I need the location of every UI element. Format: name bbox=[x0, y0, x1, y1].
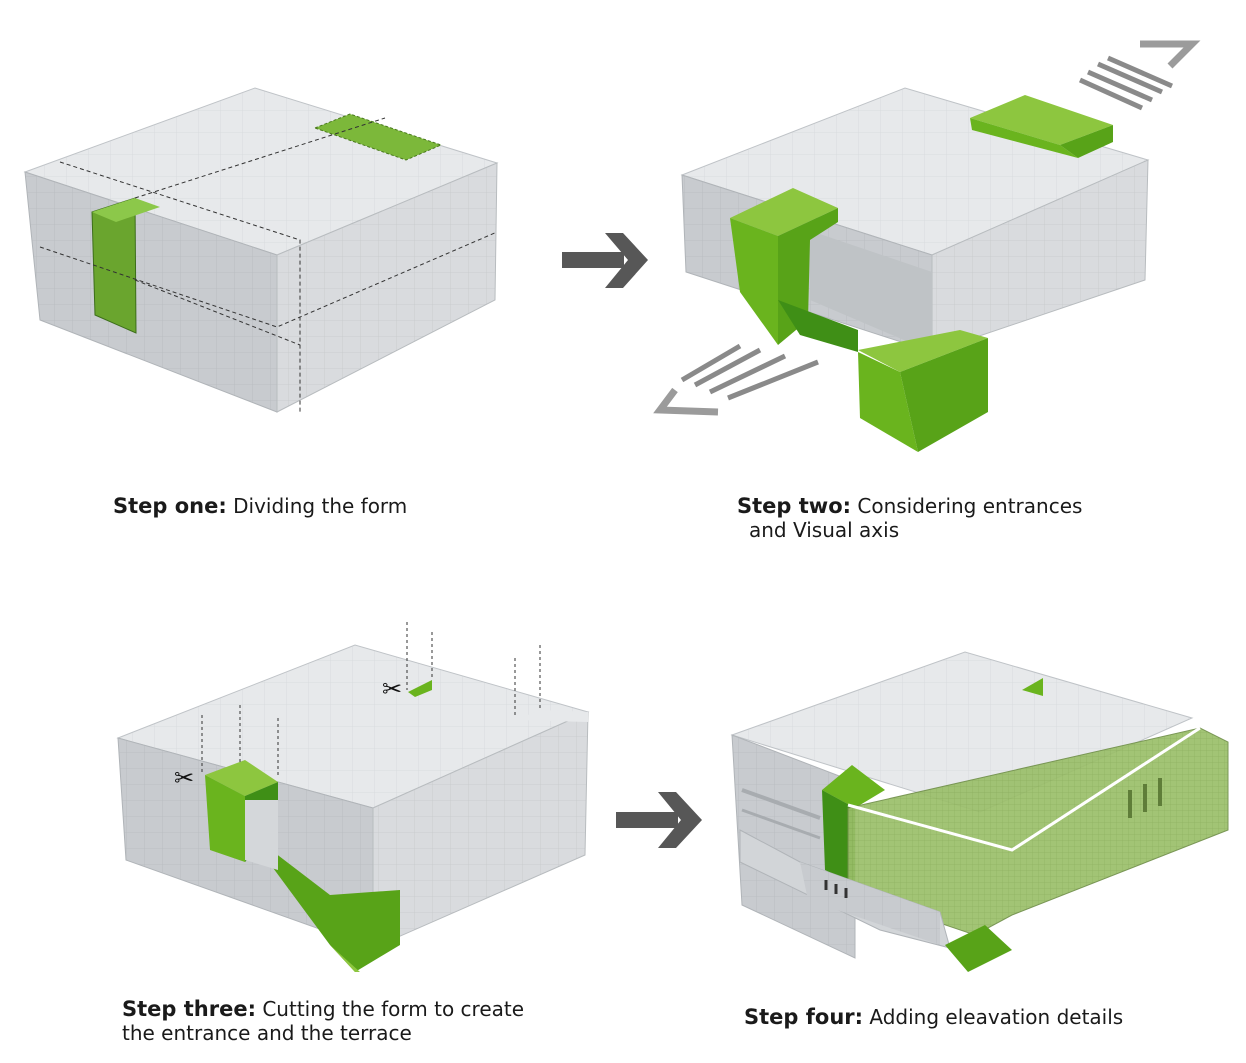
step-three-text: Cutting the form to create bbox=[262, 997, 525, 1021]
step-one-text: Dividing the form bbox=[233, 494, 408, 518]
step-three-model: ✂ ✂ bbox=[116, 622, 590, 972]
svg-text:✂: ✂ bbox=[382, 675, 402, 703]
step-four-text: Adding eleavation details bbox=[869, 1005, 1124, 1029]
caption-step-two: Step two: Considering entrances and Visu… bbox=[737, 494, 1082, 542]
scissors-icon: ✂ bbox=[382, 675, 402, 703]
striped-arrow-icon bbox=[1078, 40, 1201, 111]
step-two-text-line2: and Visual axis bbox=[749, 518, 900, 542]
step-two-title: Step two: bbox=[737, 494, 852, 518]
step-three-text-line2: the entrance and the terrace bbox=[122, 1021, 412, 1045]
right-arrow-icon bbox=[616, 792, 702, 848]
step-two-text: Considering entrances bbox=[857, 494, 1083, 518]
step-three-title: Step three: bbox=[122, 997, 256, 1021]
svg-text:✂: ✂ bbox=[174, 764, 194, 792]
right-arrow-icon bbox=[562, 233, 648, 288]
striped-arrow-icon bbox=[653, 343, 819, 416]
caption-step-three: Step three: Cutting the form to create t… bbox=[122, 997, 524, 1045]
roof-green-block bbox=[970, 95, 1113, 145]
step-one-title: Step one: bbox=[113, 494, 227, 518]
step-two-model bbox=[653, 40, 1201, 452]
step-four-model bbox=[730, 651, 1229, 972]
step-one-model bbox=[23, 87, 499, 413]
caption-step-one: Step one: Dividing the form bbox=[113, 494, 407, 518]
caption-step-four: Step four: Adding eleavation details bbox=[744, 1005, 1123, 1029]
step-four-title: Step four: bbox=[744, 1005, 864, 1029]
green-strip-roof bbox=[313, 113, 443, 161]
scissors-icon: ✂ bbox=[174, 764, 194, 792]
